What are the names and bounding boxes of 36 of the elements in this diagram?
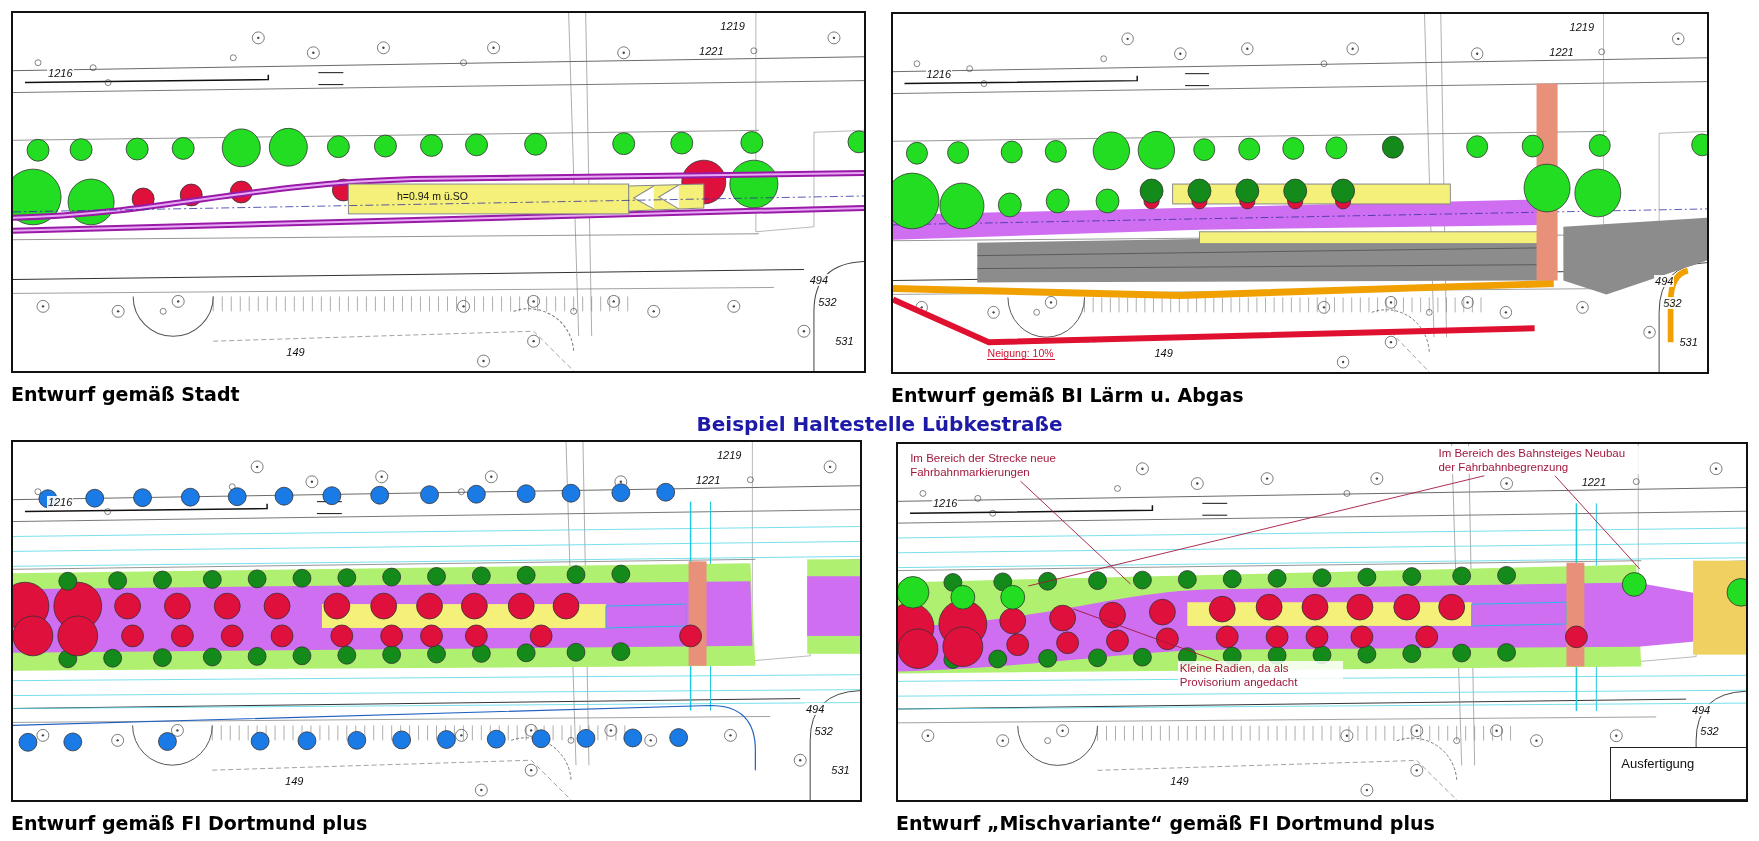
leader-line (1019, 480, 1131, 585)
parcel-number: 1216 (931, 497, 959, 510)
parcel-number: 1221 (694, 474, 722, 487)
parcel-number: 1219 (719, 20, 746, 33)
leader-line (1554, 475, 1641, 570)
panel-caption: Entwurf „Mischvariante“ gemäß FI Dortmund plus (896, 812, 1436, 834)
leader-line (1027, 475, 1485, 587)
parcel-number: 532 (1699, 725, 1720, 738)
parcel-number: 531 (834, 335, 855, 348)
parcel-number: 532 (817, 295, 838, 308)
panel-caption: Entwurf gemäß FI Dortmund plus (11, 812, 369, 834)
parcel-number: 1219 (716, 449, 743, 462)
callout-text: Kleine Radien, da als Provisorium angedacht (1177, 661, 1343, 690)
parcel-number: 1221 (1580, 476, 1608, 489)
parcel-number: 149 (1169, 775, 1190, 788)
parcel-number: 494 (808, 274, 830, 287)
panel-caption: Entwurf gemäß Stadt (11, 383, 241, 405)
parcel-number: 1216 (925, 67, 953, 80)
parcel-number: 1221 (1548, 46, 1575, 59)
title-block: Ausfertigung (1610, 746, 1746, 800)
parcel-number: 531 (830, 764, 851, 777)
parcel-number: 532 (1662, 296, 1683, 309)
platform-height-label: h=0.94 m ü.SO (395, 190, 469, 203)
diagram-title: Beispiel Haltestelle Lübkestraße (695, 412, 1064, 436)
slope-label: Neigung: 10% (986, 346, 1055, 360)
parcel-number: 1216 (47, 66, 74, 79)
parcel-number: 531 (1678, 336, 1699, 349)
parcel-number: 149 (1153, 346, 1174, 359)
panel-caption: Entwurf gemäß BI Lärm u. Abgas (891, 384, 1245, 406)
parcel-number: 149 (284, 774, 305, 787)
parcel-number: 532 (813, 724, 834, 737)
parcel-number: 494 (804, 703, 826, 716)
parcel-number: 1219 (1568, 21, 1596, 34)
parcel-number: 149 (285, 345, 306, 358)
parcel-number: 1221 (698, 45, 725, 58)
parcel-number: 494 (1654, 275, 1675, 288)
